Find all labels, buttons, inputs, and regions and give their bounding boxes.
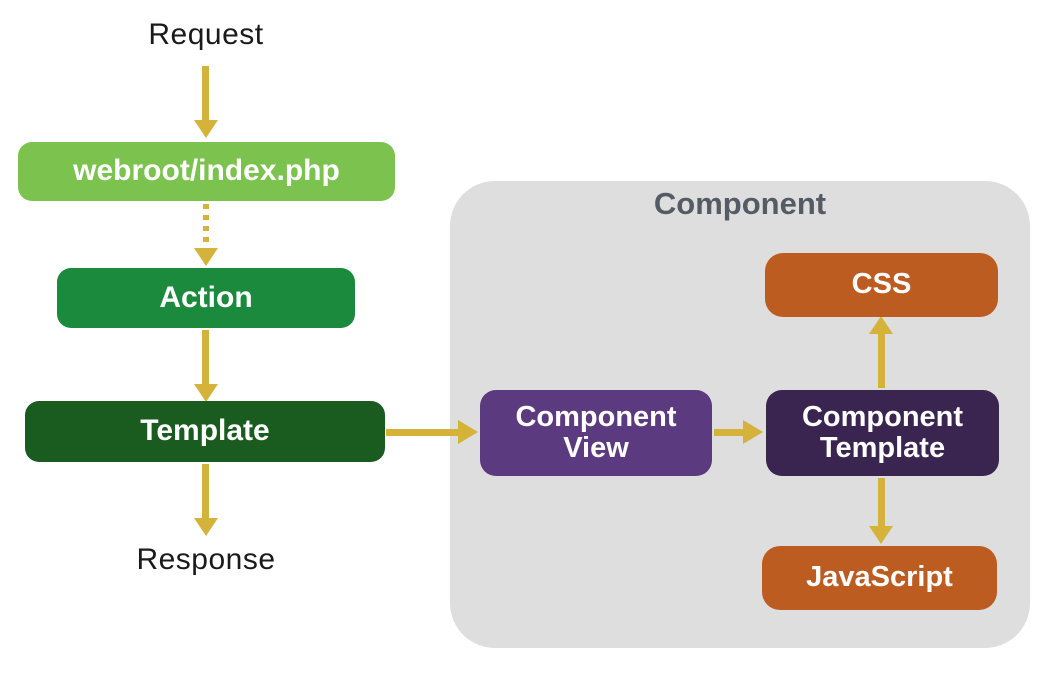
arrow-shaft bbox=[202, 330, 209, 386]
arrow-shaft bbox=[878, 478, 885, 528]
request-label: Request bbox=[148, 18, 264, 51]
node-label: Component Template bbox=[801, 400, 964, 464]
node-component-view: Component View bbox=[480, 390, 712, 476]
arrow-shaft bbox=[878, 333, 885, 388]
node-webroot-index-php: webroot/index.php bbox=[18, 142, 395, 201]
arrow-shaft bbox=[714, 429, 745, 436]
node-css: CSS bbox=[765, 253, 998, 317]
node-label: JavaScript bbox=[806, 561, 953, 594]
component-container-title: Component bbox=[653, 186, 827, 221]
arrow-shaft bbox=[386, 429, 460, 436]
arrow-head bbox=[194, 120, 218, 138]
arrow-head bbox=[194, 518, 218, 536]
node-template: Template bbox=[25, 401, 385, 462]
node-action: Action bbox=[57, 268, 355, 328]
response-label: Response bbox=[136, 543, 276, 576]
node-label: Action bbox=[159, 280, 253, 314]
arrow-head bbox=[194, 248, 218, 266]
node-label: CSS bbox=[851, 268, 912, 301]
node-label: webroot/index.php bbox=[73, 154, 340, 188]
node-component-template: Component Template bbox=[766, 390, 999, 476]
arrow-shaft bbox=[203, 204, 209, 250]
arrow-head bbox=[743, 420, 763, 444]
arrow-shaft bbox=[202, 464, 209, 520]
arrow-head bbox=[869, 316, 893, 334]
node-javascript: JavaScript bbox=[762, 546, 997, 610]
arrow-head bbox=[869, 526, 893, 544]
arrow-head bbox=[458, 420, 478, 444]
node-label: Template bbox=[140, 414, 270, 448]
arrow-shaft bbox=[202, 66, 209, 122]
node-label: Component View bbox=[515, 400, 677, 464]
arrow-head bbox=[194, 384, 218, 402]
